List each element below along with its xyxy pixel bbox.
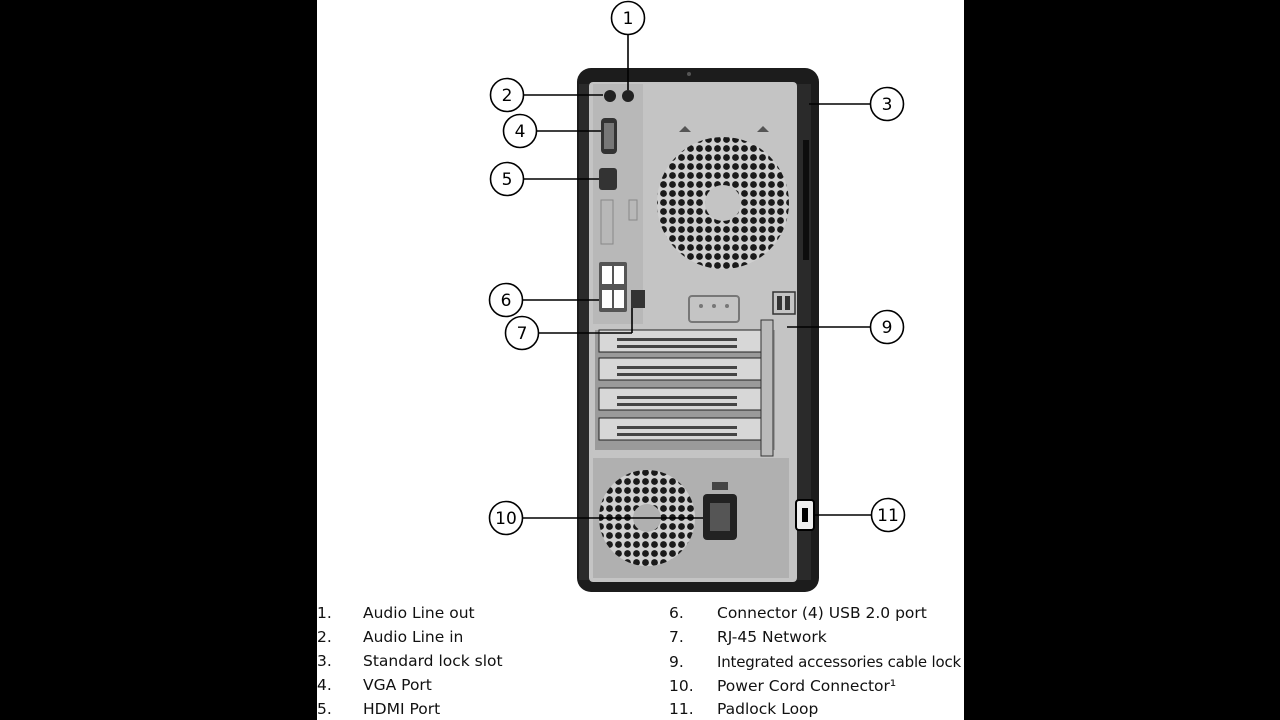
svg-text:3: 3: [882, 95, 893, 115]
svg-text:7: 7: [517, 324, 528, 344]
legend-number: 6.: [669, 604, 684, 622]
audio-line-out-jack: [622, 90, 634, 102]
legend-number: 10.: [669, 677, 694, 695]
legend-number: 7.: [669, 628, 684, 646]
callout-9: 9: [869, 309, 905, 345]
legend-label: Power Cord Connector¹: [717, 677, 897, 695]
legend-label: Audio Line in: [363, 628, 464, 646]
pc-rear-diagram: 1 2 3 4 5 6 7 9 10 11: [488, 0, 906, 592]
svg-text:10: 10: [495, 509, 517, 529]
svg-text:2: 2: [502, 86, 513, 106]
legend-number: 9.: [669, 653, 684, 671]
legend-label: RJ-45 Network: [717, 628, 827, 646]
diagram-panel: 1 2 3 4 5 6 7 9 10 11 1. Audio Line out: [317, 0, 964, 720]
cable-lock: [772, 291, 796, 315]
legend-label: HDMI Port: [363, 700, 441, 718]
legend-number: 1.: [317, 604, 332, 622]
svg-text:5: 5: [502, 170, 513, 190]
callout-11: 11: [870, 497, 906, 533]
legend-number: 4.: [317, 676, 332, 694]
callout-10: 10: [488, 500, 524, 536]
svg-text:1: 1: [623, 9, 634, 29]
legend-label: Audio Line out: [363, 604, 475, 622]
callout-7: 7: [504, 315, 540, 351]
hdmi-port: [599, 168, 617, 190]
svg-text:4: 4: [515, 122, 526, 142]
svg-text:6: 6: [501, 291, 512, 311]
callout-4: 4: [502, 113, 538, 149]
callout-1: 1: [610, 0, 646, 36]
legend-label: Integrated accessories cable lock: [717, 653, 961, 671]
audio-line-in-jack: [604, 90, 616, 102]
rear-io-block: [593, 84, 645, 324]
legend-label: Standard lock slot: [363, 652, 503, 670]
svg-text:11: 11: [877, 506, 899, 526]
callout-5: 5: [489, 161, 525, 197]
legend-number: 5.: [317, 700, 332, 718]
callout-3: 3: [869, 86, 905, 122]
legend-label: Padlock Loop: [717, 700, 819, 718]
legend-number: 3.: [317, 652, 332, 670]
legend-number: 2.: [317, 628, 332, 646]
callout-6: 6: [488, 282, 524, 318]
callout-lines: [522, 35, 904, 519]
svg-text:9: 9: [882, 318, 893, 338]
legend-label: VGA Port: [363, 676, 432, 694]
legend-number: 11.: [669, 700, 694, 718]
usb-ports: [599, 262, 627, 312]
callout-2: 2: [489, 77, 525, 113]
legend-label: Connector (4) USB 2.0 port: [717, 604, 927, 622]
rj45-port: [631, 290, 645, 308]
expansion-slots: [595, 319, 775, 457]
